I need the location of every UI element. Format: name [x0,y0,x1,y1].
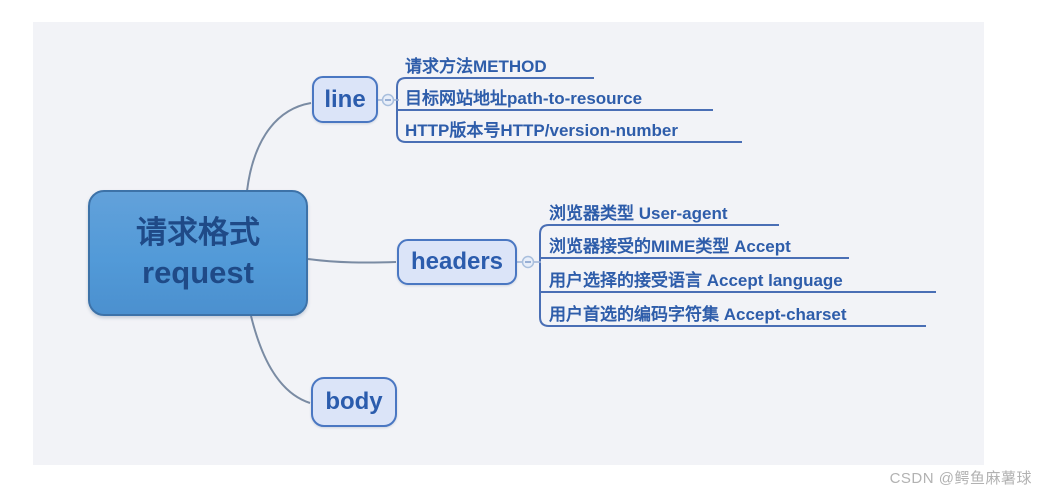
branch-label: headers [410,248,504,275]
topic-accept-charset[interactable]: 用户首选的编码字符集 Accept-charset [549,305,847,324]
branch-node-line[interactable]: line [312,76,378,123]
root-title: 请求格式 [136,215,260,251]
headers-collapse-toggle[interactable] [521,255,535,269]
branch-label: body [325,388,383,415]
branch-label: line [324,85,366,113]
topic-http-version[interactable]: HTTP版本号HTTP/version-number [405,121,678,140]
csdn-watermark: CSDN @鳄鱼麻薯球 [889,470,1032,487]
branch-node-body[interactable]: body [311,377,397,427]
topic-request-method[interactable]: 请求方法METHOD [405,57,547,76]
topic-accept[interactable]: 浏览器接受的MIME类型 Accept [549,237,791,256]
root-subtitle: request [142,255,254,290]
topic-accept-language[interactable]: 用户选择的接受语言 Accept language [549,271,843,290]
root-node-request[interactable]: 请求格式 request [88,190,308,316]
branch-node-headers[interactable]: headers [397,239,517,285]
topic-user-agent[interactable]: 浏览器类型 User-agent [549,204,728,223]
topic-path-to-resource[interactable]: 目标网站地址path-to-resource [405,89,643,108]
line-collapse-toggle[interactable] [381,93,395,107]
